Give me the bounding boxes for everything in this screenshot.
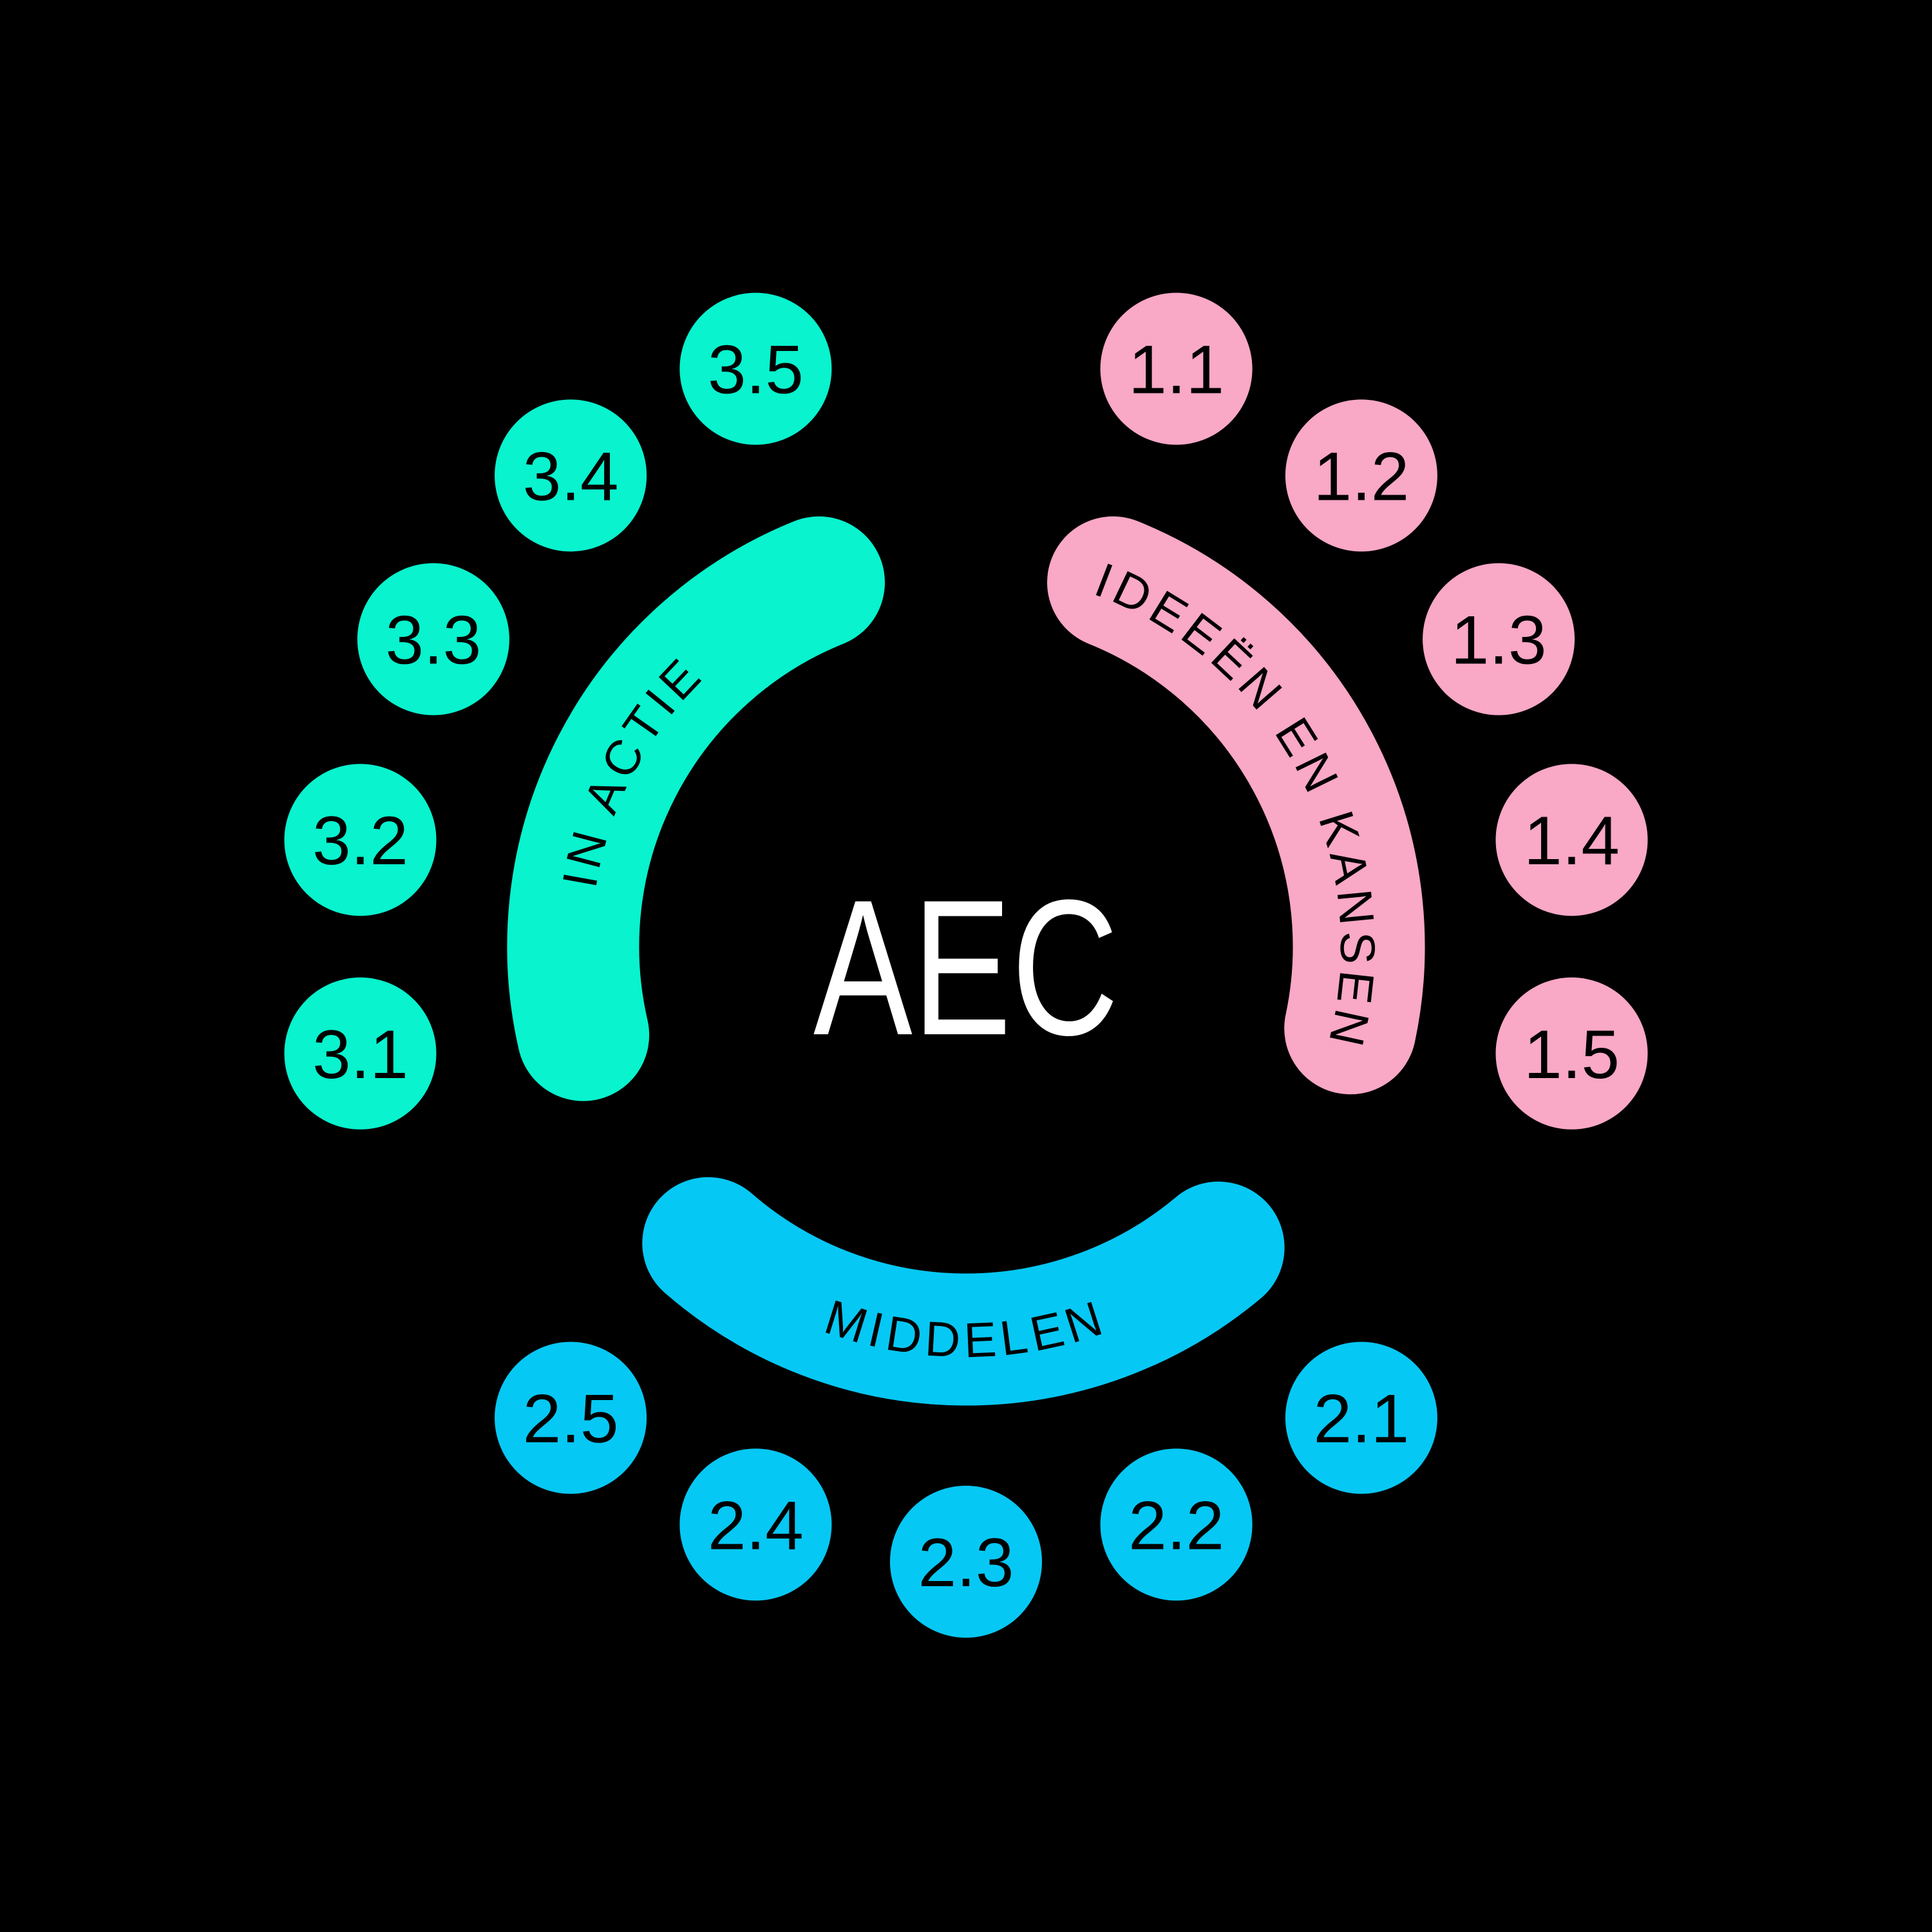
item-label-2-1: 2.1 bbox=[1314, 1380, 1410, 1457]
segment-arc-middelen bbox=[642, 1177, 1285, 1406]
item-circle-2-5 bbox=[495, 1341, 647, 1494]
center-title: AEC bbox=[813, 859, 1119, 1075]
item-circle-1-2 bbox=[1285, 399, 1437, 552]
item-label-3-1: 3.1 bbox=[312, 1016, 408, 1093]
item-circle-2-4 bbox=[679, 1448, 832, 1601]
segment-arc-ideeen-en-kansen bbox=[1047, 516, 1425, 1095]
item-label-1-4: 1.4 bbox=[1524, 802, 1620, 879]
item-1-5: 1.5 bbox=[1495, 977, 1648, 1130]
item-circle-1-3 bbox=[1423, 563, 1575, 715]
item-2-4: 2.4 bbox=[679, 1448, 832, 1601]
item-label-1-5: 1.5 bbox=[1524, 1016, 1620, 1093]
item-label-2-5: 2.5 bbox=[523, 1380, 619, 1457]
item-circle-1-5 bbox=[1495, 977, 1648, 1130]
item-label-3-3: 3.3 bbox=[386, 601, 482, 679]
item-2-1: 2.1 bbox=[1285, 1341, 1437, 1494]
segment-in-actie: IN ACTIE 3.1 3.2 3.3 3.4 3.5 bbox=[284, 292, 885, 1130]
item-label-2-2: 2.2 bbox=[1128, 1486, 1224, 1564]
item-2-2: 2.2 bbox=[1100, 1448, 1253, 1601]
item-label-2-3: 2.3 bbox=[918, 1524, 1014, 1601]
item-circle-1-4 bbox=[1495, 764, 1648, 916]
item-label-2-4: 2.4 bbox=[708, 1486, 804, 1564]
segment-middelen: MIDDELEN 2.1 2.2 2.3 2.4 2.5 bbox=[495, 1177, 1437, 1638]
item-circle-2-2 bbox=[1100, 1448, 1253, 1601]
item-label-1-3: 1.3 bbox=[1451, 601, 1547, 679]
item-circle-2-3 bbox=[890, 1486, 1042, 1638]
item-3-5: 3.5 bbox=[679, 292, 832, 445]
item-label-1-1: 1.1 bbox=[1128, 331, 1224, 408]
item-label-3-2: 3.2 bbox=[312, 802, 408, 879]
item-1-4: 1.4 bbox=[1495, 764, 1648, 916]
item-1-3: 1.3 bbox=[1423, 563, 1575, 715]
item-2-5: 2.5 bbox=[495, 1341, 647, 1494]
item-circle-3-1 bbox=[284, 977, 437, 1130]
item-1-1: 1.1 bbox=[1100, 292, 1253, 445]
item-3-3: 3.3 bbox=[357, 563, 509, 715]
item-2-3: 2.3 bbox=[890, 1486, 1042, 1638]
item-3-4: 3.4 bbox=[495, 399, 647, 552]
item-label-3-5: 3.5 bbox=[708, 331, 804, 408]
item-circle-2-1 bbox=[1285, 1341, 1437, 1494]
item-circle-3-4 bbox=[495, 399, 647, 552]
item-label-3-4: 3.4 bbox=[523, 437, 619, 515]
item-1-2: 1.2 bbox=[1285, 399, 1437, 552]
item-3-1: 3.1 bbox=[284, 977, 437, 1130]
item-circle-3-5 bbox=[679, 292, 832, 445]
item-circle-1-1 bbox=[1100, 292, 1253, 445]
item-3-2: 3.2 bbox=[284, 764, 437, 916]
item-circle-3-3 bbox=[357, 563, 509, 715]
item-label-1-2: 1.2 bbox=[1314, 437, 1410, 515]
item-circle-3-2 bbox=[284, 764, 437, 916]
segment-arc-in-actie bbox=[507, 516, 885, 1101]
